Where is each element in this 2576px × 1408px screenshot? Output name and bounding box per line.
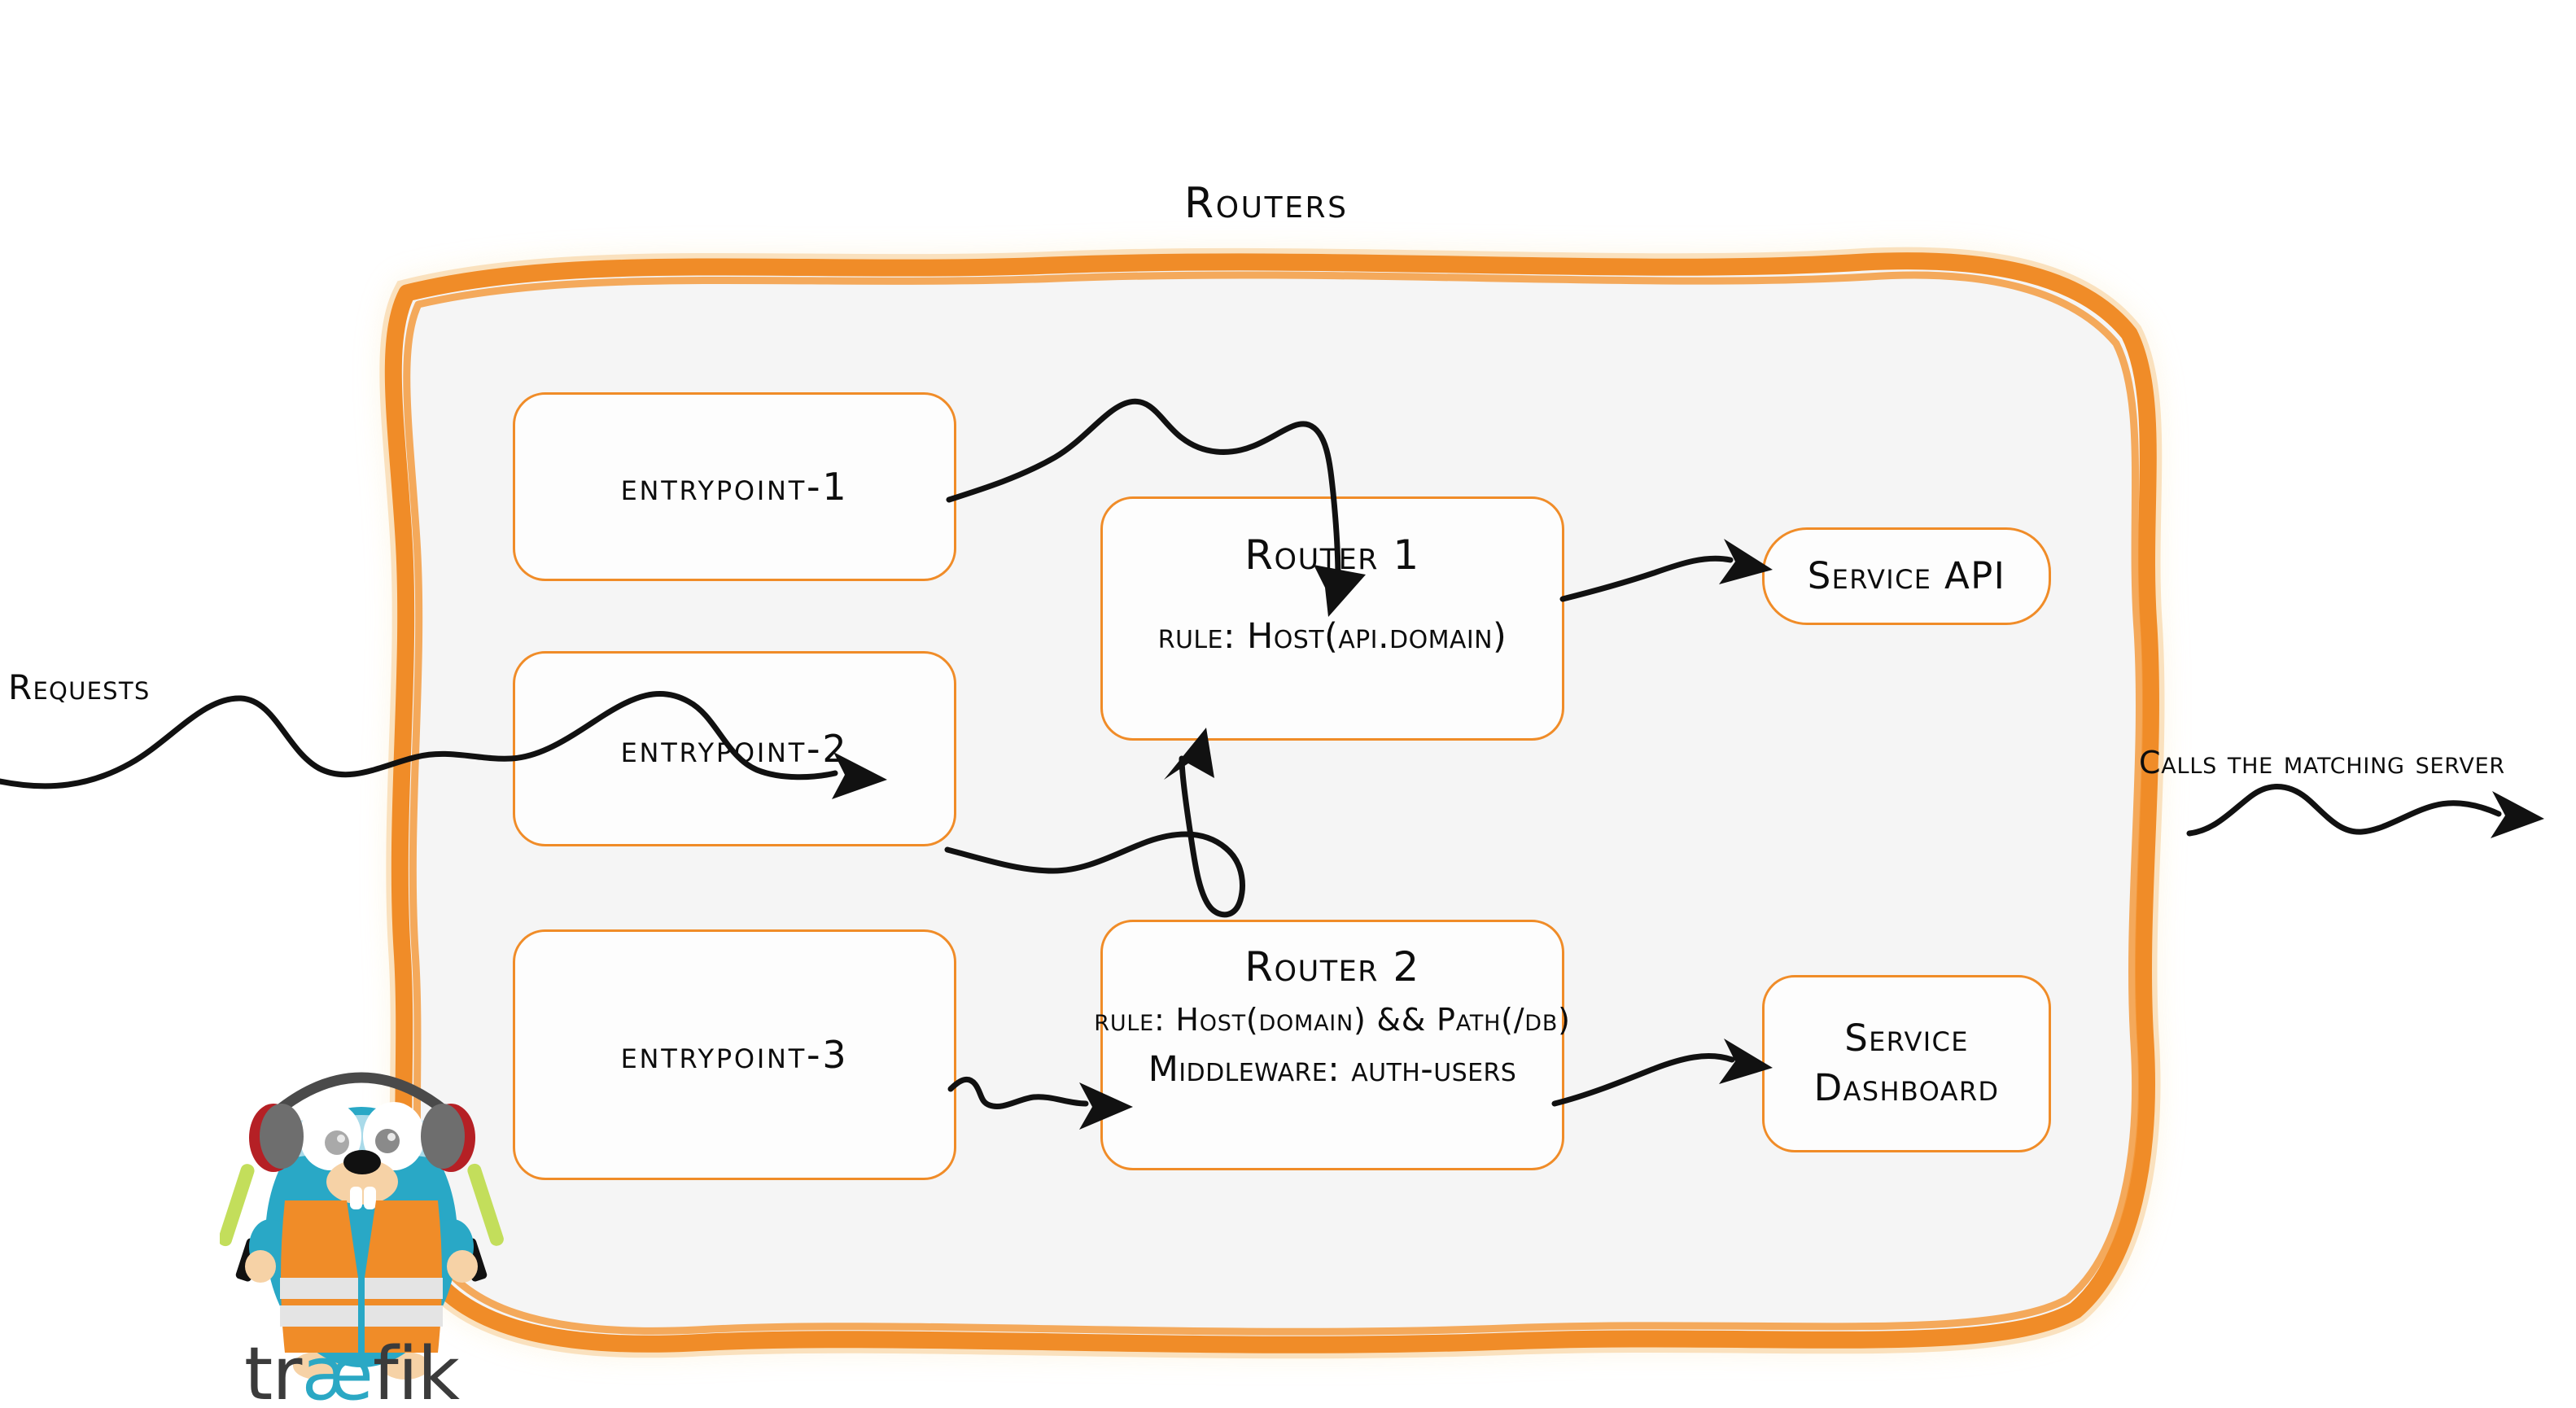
- hand-left: [245, 1250, 276, 1283]
- headphone-band: [271, 1072, 452, 1117]
- entrypoint-2-node[interactable]: entrypoint-2: [513, 651, 956, 846]
- service-api-label: Service API: [1807, 553, 2006, 597]
- logo-suffix: fik: [372, 1331, 460, 1408]
- traefik-logo-wordmark: træfik: [244, 1331, 460, 1408]
- router-1-node[interactable]: Router 1 rule: Host(api.domain): [1100, 496, 1564, 741]
- arrowhead-calls: [2491, 791, 2544, 838]
- tooth-right: [364, 1187, 376, 1209]
- entrypoint-1-node[interactable]: entrypoint-1: [513, 392, 956, 581]
- router-2-title: Router 2: [1244, 943, 1420, 990]
- entrypoint-2-label: entrypoint-2: [620, 727, 849, 771]
- muzzle: [326, 1159, 398, 1205]
- hand-right: [447, 1250, 478, 1283]
- logo-prefix: tr: [244, 1331, 302, 1408]
- entrypoint-1-label: entrypoint-1: [620, 465, 849, 509]
- tooth-left: [350, 1187, 362, 1209]
- service-dashboard-label-line2: Dashboard: [1813, 1066, 2000, 1109]
- nose: [343, 1150, 381, 1174]
- pupil-left: [325, 1130, 349, 1155]
- requests-label: Requests: [8, 667, 151, 707]
- arrow-calls-out: [2186, 784, 2502, 837]
- entrypoint-3-node[interactable]: entrypoint-3: [513, 929, 956, 1180]
- service-dashboard-node[interactable]: Service Dashboard: [1762, 975, 2051, 1152]
- calls-matching-server-label: Calls the matching server: [2139, 745, 2505, 781]
- earcup-left-inner: [260, 1104, 304, 1169]
- router-2-node[interactable]: Router 2 rule: Host(domain) && Path(/db)…: [1094, 920, 1570, 1170]
- traefik-gopher-mascot: [220, 1072, 504, 1380]
- router-2-rule: rule: Host(domain) && Path(/db): [1094, 1002, 1571, 1038]
- router-1-title: Router 1: [1244, 531, 1420, 579]
- service-api-node[interactable]: Service API: [1762, 527, 2051, 625]
- logo-ligature: æ: [301, 1331, 374, 1408]
- router-1-rule: rule: Host(api.domain): [1157, 616, 1507, 657]
- safety-vest: [280, 1200, 443, 1353]
- earcup-right-inner: [421, 1104, 465, 1169]
- service-dashboard-label-line1: Service: [1844, 1017, 1969, 1060]
- pupil-right: [375, 1129, 400, 1153]
- router-2-middleware: Middleware: auth-users: [1148, 1049, 1517, 1090]
- entrypoint-3-label: entrypoint-3: [620, 1033, 849, 1077]
- page-title: Routers: [1184, 179, 1349, 228]
